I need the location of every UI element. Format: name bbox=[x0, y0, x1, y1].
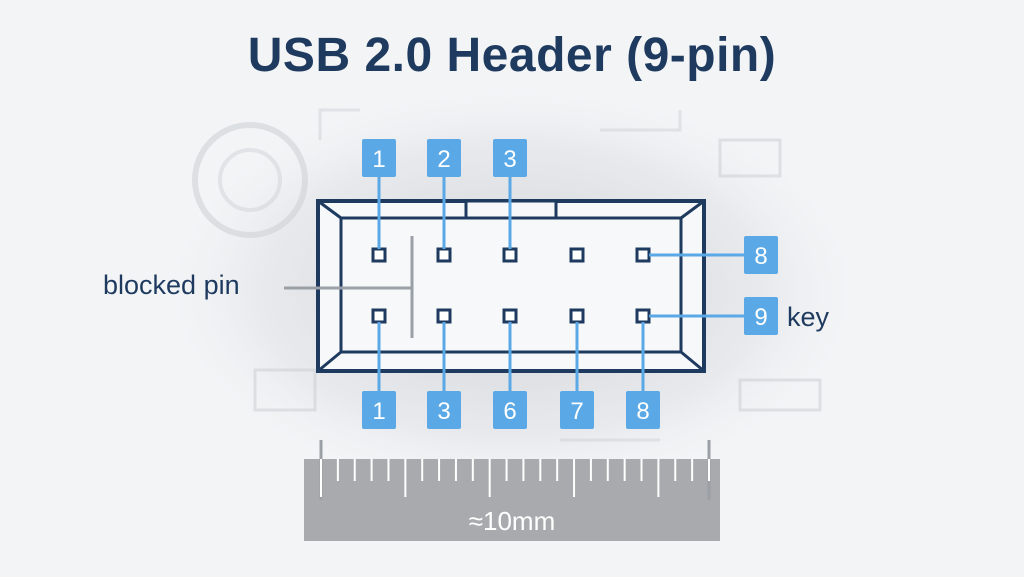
pin-square-r2-c4 bbox=[569, 308, 585, 324]
pin-badge-top-2-text: 2 bbox=[437, 146, 450, 173]
ruler-measurement: ≈10mm bbox=[469, 506, 556, 536]
pin-square-r2-c2 bbox=[436, 308, 452, 324]
pin-badge-right-1-text: 8 bbox=[754, 243, 767, 270]
pin-badge-top-1: 1 bbox=[362, 139, 396, 177]
ruler-ticks bbox=[320, 459, 710, 497]
pin-square-r1-c4 bbox=[569, 247, 585, 263]
pin-square-r1-c3 bbox=[502, 247, 518, 263]
pin-badge-right-2-text: 9 bbox=[754, 304, 767, 331]
leader-lines bbox=[377, 176, 744, 392]
pin-square-r2-c1 bbox=[371, 308, 387, 324]
pin-badge-top-1-text: 1 bbox=[372, 146, 385, 173]
pin-badges: 1 2 3 1 3 6 7 8 8 9 bbox=[362, 139, 778, 429]
pin-badge-right-2-box bbox=[744, 297, 778, 335]
pin-square-r1-c2 bbox=[436, 247, 452, 263]
pin-badge-bottom-2: 3 bbox=[427, 391, 461, 429]
pin-badge-bottom-4: 7 bbox=[560, 391, 594, 429]
pin-badge-top-3: 3 bbox=[493, 139, 527, 177]
pin-badge-bottom-3: 6 bbox=[493, 391, 527, 429]
pin-square-r2-c3 bbox=[502, 308, 518, 324]
pin-badge-bottom-5-text: 8 bbox=[636, 398, 649, 425]
pin-badge-bottom-4-box bbox=[560, 391, 594, 429]
pin-badge-right-2: 9 bbox=[744, 297, 778, 335]
pin-badge-bottom-1-text: 1 bbox=[372, 398, 385, 425]
ruler-body bbox=[304, 459, 720, 541]
pin-badge-right-1: 8 bbox=[744, 236, 778, 274]
pin-badge-bottom-5-box bbox=[626, 391, 660, 429]
pin-badge-bottom-1: 1 bbox=[362, 391, 396, 429]
pin-badge-bottom-2-text: 3 bbox=[437, 398, 450, 425]
pin-badge-right-1-box bbox=[744, 236, 778, 274]
pin-badge-bottom-3-text: 6 bbox=[503, 398, 516, 425]
pin-badge-bottom-1-box bbox=[362, 391, 396, 429]
blocked-pin-label: blocked pin bbox=[103, 270, 240, 300]
pin-badge-bottom-2-box bbox=[427, 391, 461, 429]
key-label: key bbox=[787, 302, 830, 332]
pin-badge-bottom-3-box bbox=[493, 391, 527, 429]
pin-badge-top-3-box bbox=[493, 139, 527, 177]
pin-badge-top-1-box bbox=[362, 139, 396, 177]
pin-square-r1-c1 bbox=[371, 247, 387, 263]
measurement-ruler: ≈10mm bbox=[304, 440, 720, 541]
pin-badge-bottom-5: 8 bbox=[626, 391, 660, 429]
pin-square-r2-c5 bbox=[635, 308, 651, 324]
pin-badge-top-2: 2 bbox=[427, 139, 461, 177]
pin-badge-top-2-box bbox=[427, 139, 461, 177]
pin-badge-top-3-text: 3 bbox=[503, 146, 516, 173]
pin-square-r1-c5 bbox=[635, 247, 651, 263]
page-title: USB 2.0 Header (9-pin) bbox=[247, 29, 777, 82]
pin-badge-bottom-4-text: 7 bbox=[570, 398, 583, 425]
